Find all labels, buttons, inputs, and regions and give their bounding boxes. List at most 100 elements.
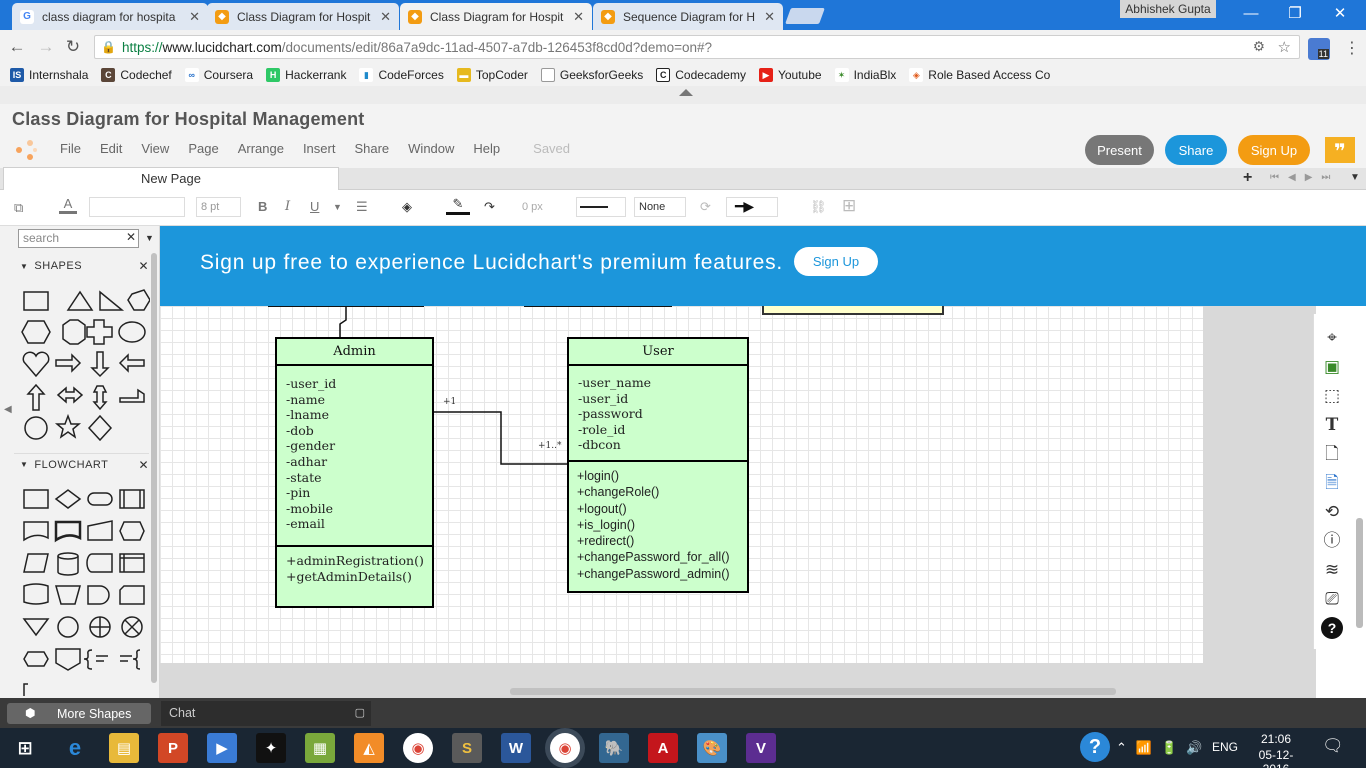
action-center-icon[interactable]: 🗨 (1322, 736, 1344, 755)
language-indicator[interactable]: ENG (1212, 740, 1239, 754)
line-width-select[interactable]: 0 px (522, 201, 543, 213)
bookmark-geeksforgeeks[interactable]: GeeksforGeeks (540, 68, 643, 82)
chevron-down-icon[interactable]: ▼ (145, 233, 154, 243)
multiplicity-user[interactable]: +1..* (538, 441, 562, 451)
chevron-down-icon[interactable]: ▼ (333, 202, 342, 212)
connector-top[interactable] (339, 306, 347, 338)
shape-search-input[interactable]: search (18, 229, 139, 248)
chrome-icon[interactable]: ◉ (403, 733, 433, 763)
page-settings-icon[interactable]: ⬚ (1323, 386, 1341, 405)
reload-icon[interactable]: ↻ (65, 37, 81, 56)
line-style-select[interactable] (576, 197, 626, 217)
panel-scrollbar[interactable] (151, 253, 157, 683)
italic-button[interactable]: I (285, 199, 291, 214)
menu-window[interactable]: Window (408, 141, 455, 156)
font-size-select[interactable]: 8 pt (196, 197, 241, 217)
browser-tab[interactable]: G class diagram for hospita ✕ (12, 3, 208, 30)
site-settings-icon[interactable]: ⚙ (1252, 39, 1265, 54)
share-button[interactable]: Share (1165, 135, 1227, 165)
collapse-header-bar[interactable] (0, 86, 1366, 104)
menu-help[interactable]: Help (473, 141, 501, 156)
system-tray-icons[interactable]: ⌃📶🔋🔊 (1116, 740, 1212, 755)
visual-studio-icon[interactable]: V (746, 733, 776, 763)
menu-arrange[interactable]: Arrange (237, 141, 284, 156)
presentation-icon[interactable]: ⎚ (1325, 589, 1339, 608)
close-icon[interactable]: ✕ (573, 8, 584, 24)
close-icon[interactable]: ✕ (138, 457, 149, 472)
insert-shape-icon[interactable]: ⊞ (842, 196, 857, 215)
windows-store-icon[interactable]: ▦ (305, 733, 335, 763)
clock[interactable]: 21:06 05-12-2016 (1251, 732, 1301, 776)
menu-edit[interactable]: Edit (99, 141, 123, 156)
clear-search-icon[interactable]: ✕ (126, 230, 137, 244)
bold-button[interactable]: B (258, 199, 268, 214)
profile-name[interactable]: Abhishek Gupta (1120, 0, 1216, 18)
swap-arrows-icon[interactable]: ⟳ (700, 199, 711, 214)
restore-icon[interactable]: ❐ (1288, 5, 1302, 22)
association-line[interactable] (434, 411, 569, 465)
line-color-icon[interactable]: ✎ (446, 196, 470, 215)
user-class[interactable]: User -user_name -user_id -password -role… (567, 337, 749, 593)
document-title[interactable]: Class Diagram for Hospital Management (12, 109, 365, 129)
text-color-icon[interactable]: A (59, 196, 77, 214)
underline-button[interactable]: U (310, 199, 320, 214)
vertical-scrollbar[interactable] (1356, 518, 1363, 628)
basic-shapes-grid[interactable] (20, 286, 150, 446)
line-route-icon[interactable]: ↷ (484, 199, 495, 214)
extension-icon[interactable]: 11 (1308, 38, 1330, 60)
media-player-icon[interactable]: ▶ (207, 733, 237, 763)
collapse-arrow-icon[interactable] (679, 89, 693, 96)
position-crosshair-icon[interactable]: ⌖ (1327, 328, 1337, 347)
flowchart-shapes-grid[interactable] (20, 486, 150, 696)
menu-page[interactable]: Page (188, 141, 219, 156)
document-icon[interactable]: 🗋 (1325, 444, 1339, 463)
multiplicity-admin[interactable]: +1 (443, 397, 457, 407)
font-family-select[interactable] (89, 197, 185, 217)
cortana-help-icon[interactable]: ? (1080, 732, 1110, 762)
page-nav-arrows-icon[interactable]: ⏮◀▶⏭ (1270, 172, 1340, 183)
forward-arrow-icon[interactable]: → (37, 37, 55, 56)
hidden-shape-edge[interactable] (524, 306, 672, 307)
bookmark-topcoder[interactable]: ▬TopCoder (456, 68, 528, 82)
hidden-note-shape[interactable] (762, 306, 944, 315)
arrow-end-select[interactable]: ━▶ (726, 197, 778, 217)
minimize-icon[interactable]: — (1243, 5, 1259, 22)
more-shapes-button[interactable]: ⬢ More Shapes (7, 703, 151, 724)
bookmark-role-based-access[interactable]: ◈Role Based Access Co (909, 68, 1050, 82)
bookmark-youtube[interactable]: ▶Youtube (758, 68, 822, 82)
format-painter-icon[interactable]: ⧉ (14, 200, 24, 215)
new-tab-button[interactable] (785, 8, 825, 24)
text-options-icon[interactable]: T (1325, 415, 1339, 435)
acrobat-icon[interactable]: A (648, 733, 678, 763)
collapse-panel-icon[interactable]: ◀ (4, 404, 12, 415)
paint-icon[interactable]: 🎨 (697, 733, 727, 763)
word-icon[interactable]: W (501, 733, 531, 763)
sublime-icon[interactable]: S (452, 733, 482, 763)
feedback-quote-icon[interactable]: ❞ (1325, 137, 1355, 163)
edge-icon[interactable]: e (68, 735, 82, 760)
flowchart-section-header[interactable]: ▼FLOWCHART✕ (14, 453, 149, 475)
promo-signup-button[interactable]: Sign Up (794, 247, 878, 276)
fill-bucket-icon[interactable]: ◈ (402, 199, 412, 214)
window-close-icon[interactable]: ✕ (1333, 5, 1347, 22)
help-icon[interactable]: ? (1321, 617, 1343, 639)
menu-insert[interactable]: Insert (302, 141, 336, 156)
metadata-info-icon[interactable]: ⓘ (1323, 531, 1341, 550)
shapes-section-header[interactable]: ▼SHAPES✕ (14, 255, 149, 277)
browser-tab[interactable]: ◆ Class Diagram for Hospit ✕ (207, 3, 399, 30)
close-icon[interactable]: ✕ (138, 259, 149, 273)
url-bar[interactable]: 🔒 https:// www.lucidchart.com /documents… (94, 35, 1300, 59)
bookmark-codeforces[interactable]: ▮CodeForces (359, 68, 444, 82)
horizontal-scrollbar[interactable] (510, 688, 1116, 695)
menu-share[interactable]: Share (354, 141, 390, 156)
add-page-icon[interactable]: + (1243, 169, 1253, 186)
maximize-icon[interactable]: ▢ (354, 707, 365, 719)
menu-view[interactable]: View (141, 141, 170, 156)
browser-tab-active[interactable]: ◆ Class Diagram for Hospit ✕ (400, 3, 592, 30)
present-button[interactable]: Present (1085, 135, 1154, 165)
close-icon[interactable]: ✕ (764, 8, 775, 24)
powerpoint-icon[interactable]: P (158, 733, 188, 763)
bookmark-coursera[interactable]: ∞Coursera (184, 68, 253, 82)
